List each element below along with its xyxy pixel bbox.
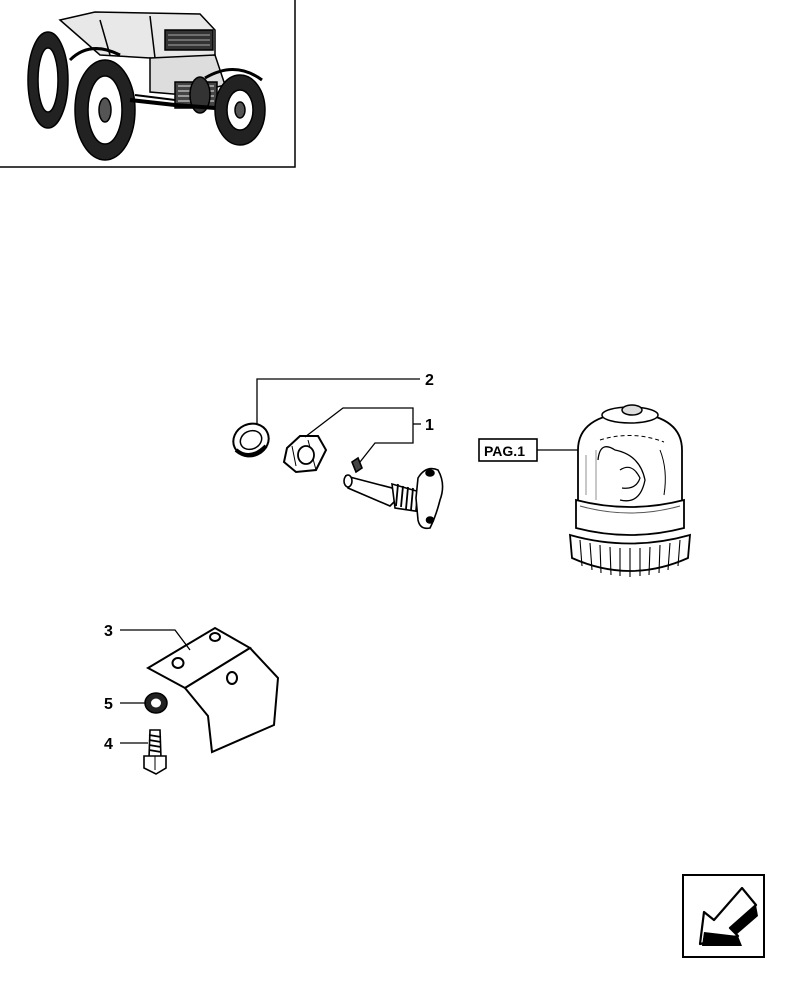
callout-1: 1 <box>425 417 434 434</box>
page-reference-label: PAG.1 <box>484 443 525 459</box>
tractor-illustration <box>27 11 266 161</box>
part-washer <box>232 422 270 458</box>
beacon-lamp-illustration <box>568 404 692 577</box>
arrow-down-left-icon <box>698 886 758 946</box>
part-bracket <box>145 626 280 754</box>
part-hex-nut <box>282 435 328 474</box>
nav-arrow-button[interactable] <box>682 874 765 958</box>
part-beacon-mount-stud <box>343 456 444 530</box>
callout-3: 3 <box>104 623 113 640</box>
part-lock-washer <box>144 692 168 714</box>
page-reference-box[interactable]: PAG.1 <box>478 438 538 462</box>
callout-4: 4 <box>104 736 113 753</box>
part-screw <box>143 729 167 775</box>
callout-5: 5 <box>104 696 113 713</box>
callout-2: 2 <box>425 372 434 389</box>
leader-lines <box>120 378 578 744</box>
tractor-thumbnail <box>0 0 296 168</box>
